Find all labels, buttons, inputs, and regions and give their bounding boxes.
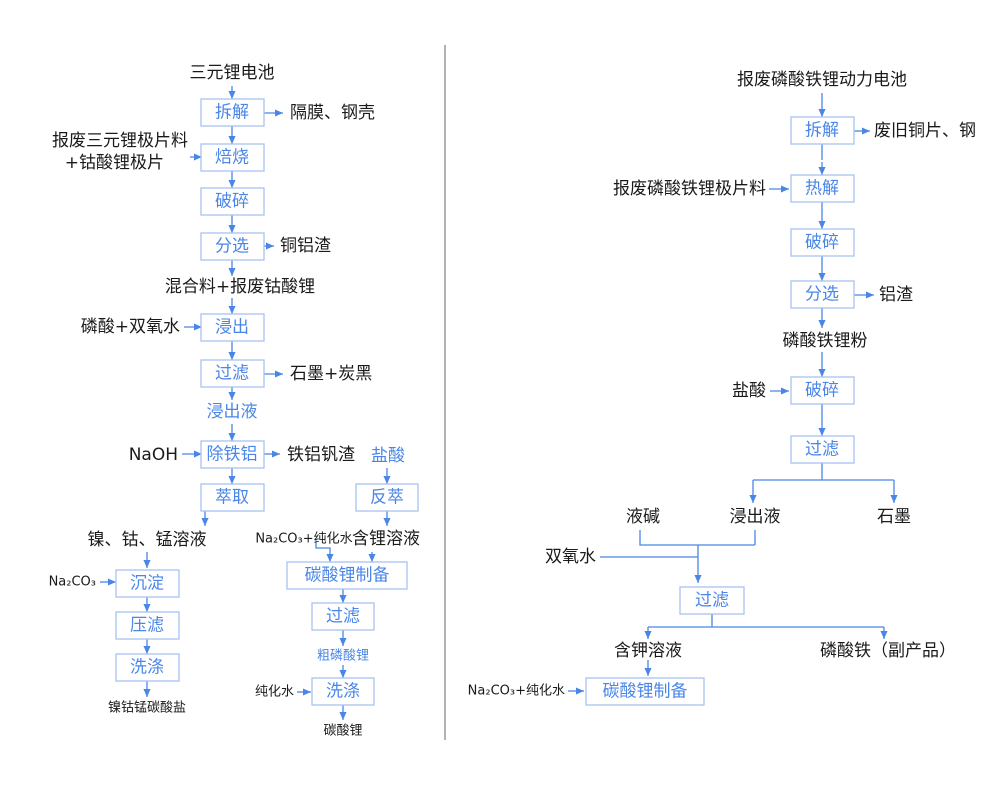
step-filter1: 过滤 — [215, 364, 249, 384]
label-peroxide: 双氧水 — [545, 547, 596, 567]
step-remove-fe-al: 除铁铝 — [207, 445, 258, 465]
label-phosphoric-peroxide: 磷酸+双氧水 — [81, 317, 180, 337]
step-press-filter: 压滤 — [130, 616, 164, 636]
step-box-extract — [200, 483, 265, 512]
label-lye: 液碱 — [626, 507, 660, 527]
step-box-remove-fe-al — [200, 440, 265, 469]
step-dismantle: 拆解 — [215, 103, 249, 123]
step-box-crush2-r — [790, 376, 855, 405]
label-naoh: NaOH — [129, 445, 178, 465]
step-extract: 萃取 — [215, 488, 249, 508]
step-box-crush1-r — [790, 228, 855, 257]
step-box-dismantle-r — [790, 116, 855, 145]
label-crude-li-carbonate: 粗磷酸锂 — [317, 649, 369, 664]
label-graphite-carbon: 石墨+炭黑 — [290, 364, 372, 384]
step-box-wash2 — [311, 677, 375, 706]
label-cu-al-slag: 铜铝渣 — [280, 236, 331, 256]
label-al-slag: 铝渣 — [879, 285, 913, 305]
label-na2co3-water: Na₂CO₃+纯化水 — [255, 532, 352, 547]
step-box-roast — [200, 143, 265, 172]
step-li-carbonate-prep-r: 碳酸锂制备 — [603, 682, 688, 702]
connector — [315, 539, 334, 562]
step-box-precipitate — [115, 569, 180, 598]
step-crush2-r: 破碎 — [805, 381, 839, 401]
step-box-dismantle — [200, 98, 265, 127]
step-roast: 焙烧 — [215, 148, 249, 168]
step-sort: 分选 — [215, 237, 249, 257]
step-box-sort — [200, 232, 265, 261]
label-ni-co-mn-solution: 镍、钴、锰溶液 — [88, 530, 207, 550]
label-hcl-r: 盐酸 — [732, 381, 766, 401]
label-separator-shell: 隔膜、钢壳 — [290, 103, 375, 123]
step-precipitate: 沉淀 — [130, 574, 164, 594]
label-iron-phosphate: 磷酸铁（副产品） — [820, 641, 956, 661]
label-leachate-r: 浸出液 — [730, 507, 781, 527]
right-flow: 拆解 热解 破碎 分选 破碎 过滤 过滤 碳酸锂制备 报废磷酸铁锂动力电池 废旧… — [468, 70, 976, 706]
step-wash1: 洗涤 — [130, 658, 164, 678]
step-box-filter2-r — [679, 586, 745, 615]
label-scrap-lfp: 报废磷酸铁锂极片料 — [613, 179, 766, 199]
step-dismantle-r: 拆解 — [805, 121, 839, 141]
step-pyrolysis: 热解 — [805, 179, 839, 199]
label-source-r: 报废磷酸铁锂动力电池 — [737, 70, 907, 90]
step-filter1-r: 过滤 — [805, 440, 839, 460]
label-scrap-line2: +钴酸锂极片 — [65, 153, 164, 173]
label-old-cu-steel: 废旧铜片、钢 — [874, 121, 976, 141]
connector — [639, 530, 755, 546]
step-box-filter2 — [311, 602, 375, 631]
step-sort-r: 分选 — [805, 285, 839, 305]
label-li-solution: 含锂溶液 — [352, 529, 420, 549]
step-box-strip — [355, 483, 419, 512]
label-lfp-powder: 磷酸铁锂粉 — [783, 331, 868, 351]
label-pure-water: 纯化水 — [255, 685, 294, 700]
step-li-carbonate-prep: 碳酸锂制备 — [305, 566, 390, 586]
step-box-filter1 — [200, 359, 265, 388]
step-leach: 浸出 — [215, 318, 249, 338]
label-na2co3-water-r: Na₂CO₃+纯化水 — [468, 684, 565, 699]
left-flow: 拆解 焙烧 破碎 分选 浸出 过滤 除铁铝 萃取 反萃 沉淀 压滤 洗涤 碳酸锂… — [49, 63, 420, 739]
label-graphite: 石墨 — [877, 507, 911, 527]
step-box-crush — [200, 187, 265, 216]
step-box-filter1-r — [790, 435, 855, 464]
step-crush1-r: 破碎 — [805, 233, 839, 253]
label-mixture: 混合料+报废钴酸锂 — [165, 277, 315, 297]
label-ni-co-mn-carbonate: 镍钴锰碳酸盐 — [108, 701, 186, 716]
step-box-li-carbonate-prep — [286, 561, 408, 590]
step-box-press-filter — [115, 611, 180, 640]
label-source: 三元锂电池 — [190, 63, 275, 83]
step-box-sort-r — [790, 280, 855, 309]
step-wash2: 洗涤 — [326, 682, 360, 702]
step-filter2: 过滤 — [326, 607, 360, 627]
label-na2co3: Na₂CO₃ — [49, 575, 96, 590]
label-li-carbonate: 碳酸锂 — [323, 724, 362, 739]
step-box-li-carbonate-prep-r — [585, 677, 705, 706]
label-k-solution: 含钾溶液 — [614, 641, 682, 661]
label-fe-al-v-slag: 铁铝钒渣 — [287, 445, 355, 465]
step-box-leach — [200, 313, 265, 342]
step-box-pyrolysis — [790, 174, 855, 203]
label-scrap-line1: 报废三元锂极片料 — [52, 131, 188, 151]
step-box-wash1 — [115, 653, 180, 682]
step-crush: 破碎 — [215, 192, 249, 212]
step-strip: 反萃 — [370, 488, 404, 508]
label-hcl: 盐酸 — [371, 446, 405, 466]
step-filter2-r: 过滤 — [695, 591, 729, 611]
label-leachate: 浸出液 — [207, 402, 258, 422]
